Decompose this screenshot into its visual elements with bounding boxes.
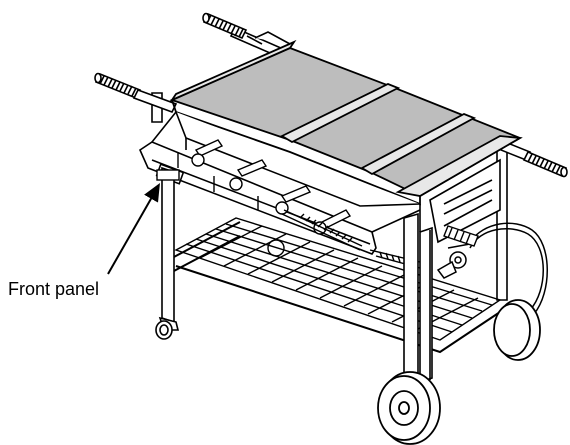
label-plate-icon	[156, 169, 180, 181]
caster-wheel	[155, 316, 180, 340]
bottom-rack	[171, 217, 502, 354]
burners	[177, 139, 421, 269]
grill-lid	[169, 39, 523, 206]
side-knob	[443, 225, 479, 247]
left-handle	[94, 72, 178, 113]
large-wheels	[377, 299, 541, 445]
callout-arrow-icon	[107, 183, 160, 275]
front-panel-callout-label: Front panel	[8, 279, 100, 299]
firebox	[175, 111, 501, 244]
right-handle	[494, 138, 568, 178]
